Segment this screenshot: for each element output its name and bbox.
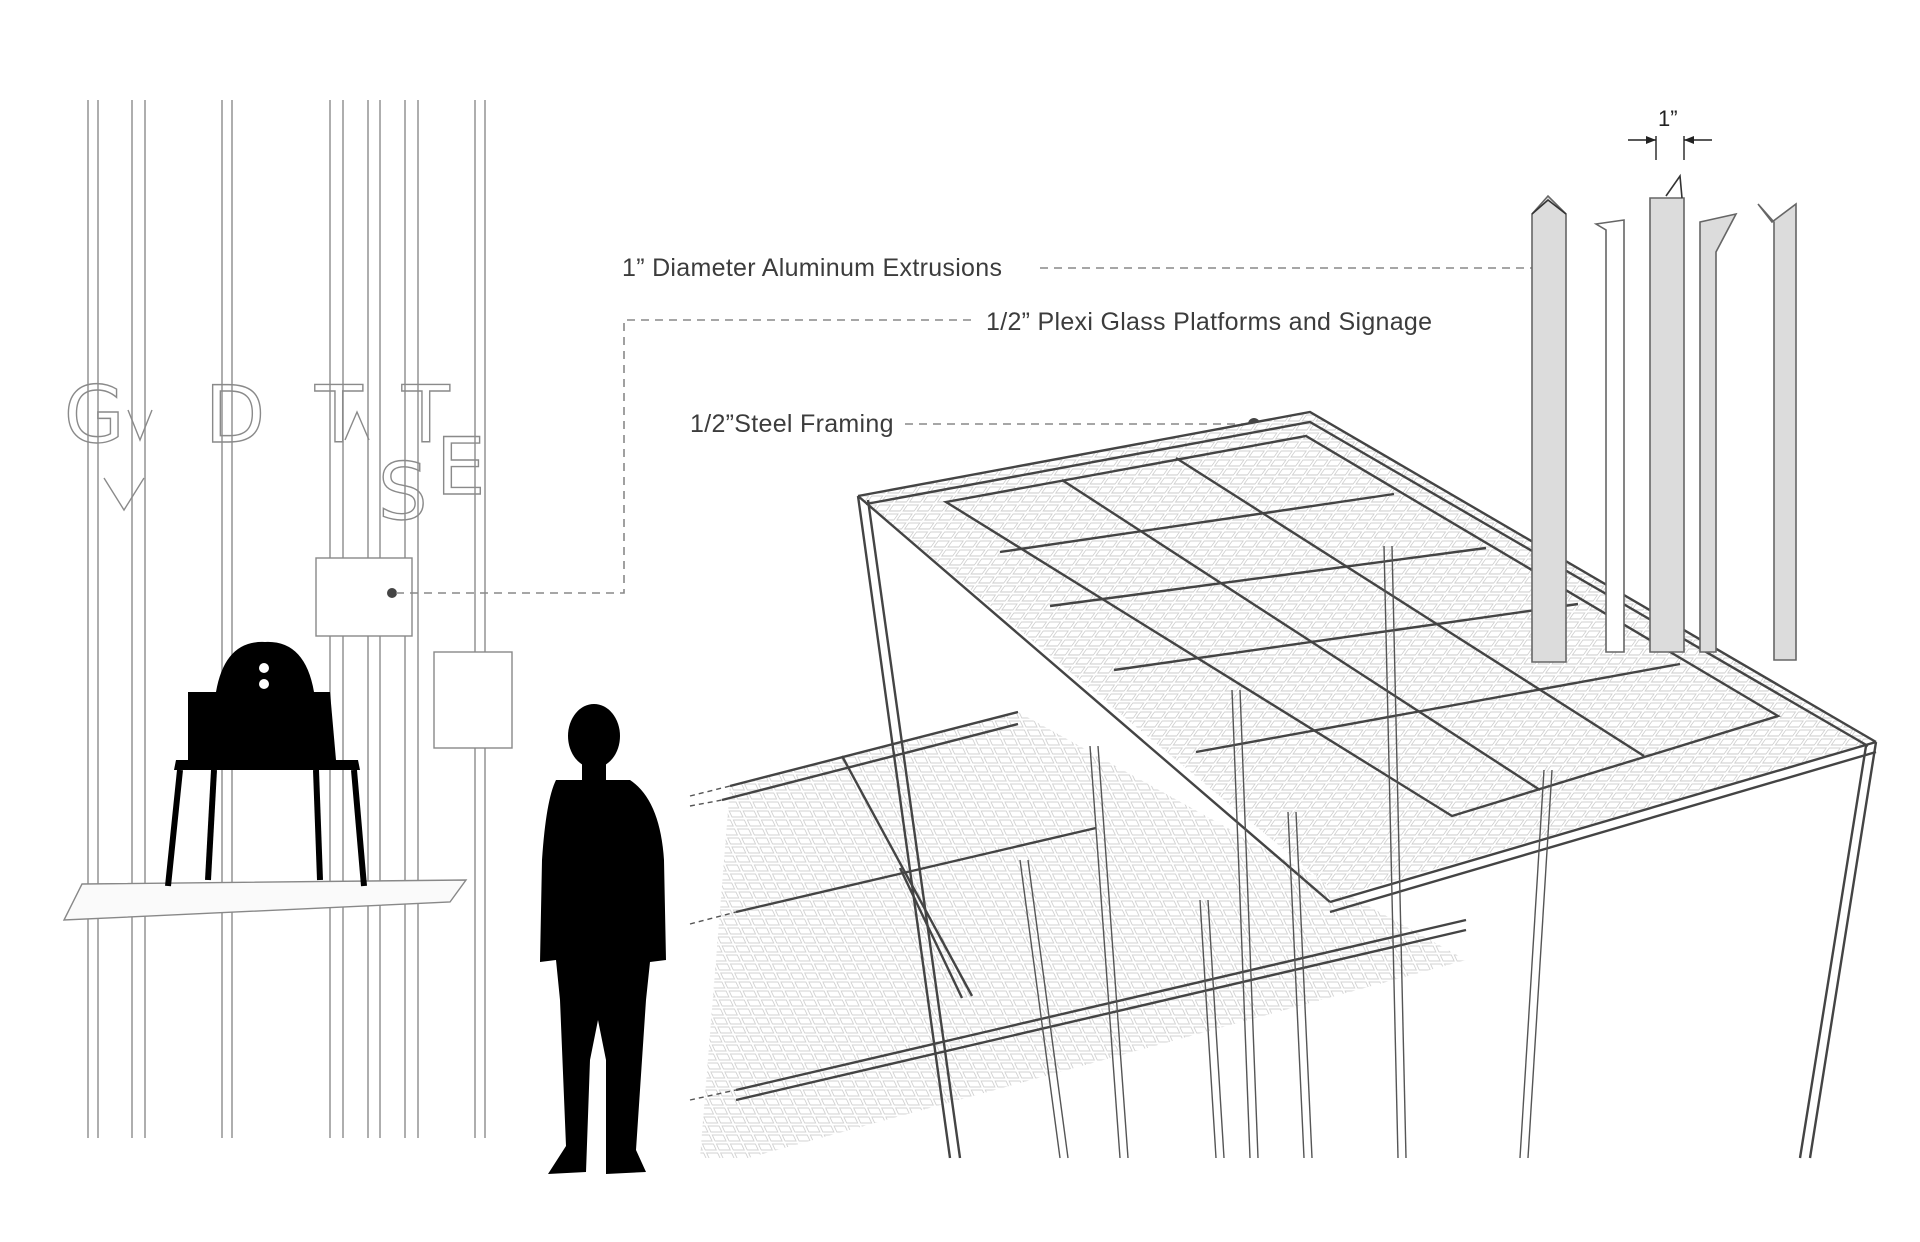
callout-steel-framing: 1/2”Steel Framing — [690, 410, 894, 438]
chair-silhouette — [165, 641, 367, 887]
sign-letter-g: G — [64, 371, 124, 461]
plexi-sign-panel — [433, 651, 513, 749]
human-silhouette — [540, 704, 666, 1174]
plexi-sign-panel — [315, 557, 413, 637]
callout-dot — [387, 588, 397, 598]
sign-letter-t2: T — [401, 371, 450, 461]
chevron-down-icon — [127, 409, 153, 442]
callout-aluminum-extrusions: 1” Diameter Aluminum Extrusions — [622, 254, 1002, 282]
sign-letter-e: E — [436, 423, 485, 513]
dimension-label: 1” — [1658, 106, 1678, 131]
elevation-rods — [87, 100, 486, 1138]
lower-deck-mesh — [700, 712, 1466, 1158]
dimension-marker: 1” — [1628, 106, 1712, 160]
chevron-up-icon — [344, 410, 370, 441]
upper-deck-mesh — [858, 412, 1876, 896]
aluminum-extrusions — [1531, 173, 1797, 663]
axonometric-structure — [689, 410, 1878, 1159]
sign-letter-d: D — [205, 371, 265, 461]
callout-plexi-glass: 1/2” Plexi Glass Platforms and Signage — [986, 308, 1432, 336]
plexi-shelf — [62, 879, 468, 921]
sign-letter-s: S — [378, 448, 428, 538]
signage-letters: G D T T S E — [63, 370, 486, 538]
chevron-down-icon — [103, 477, 145, 512]
